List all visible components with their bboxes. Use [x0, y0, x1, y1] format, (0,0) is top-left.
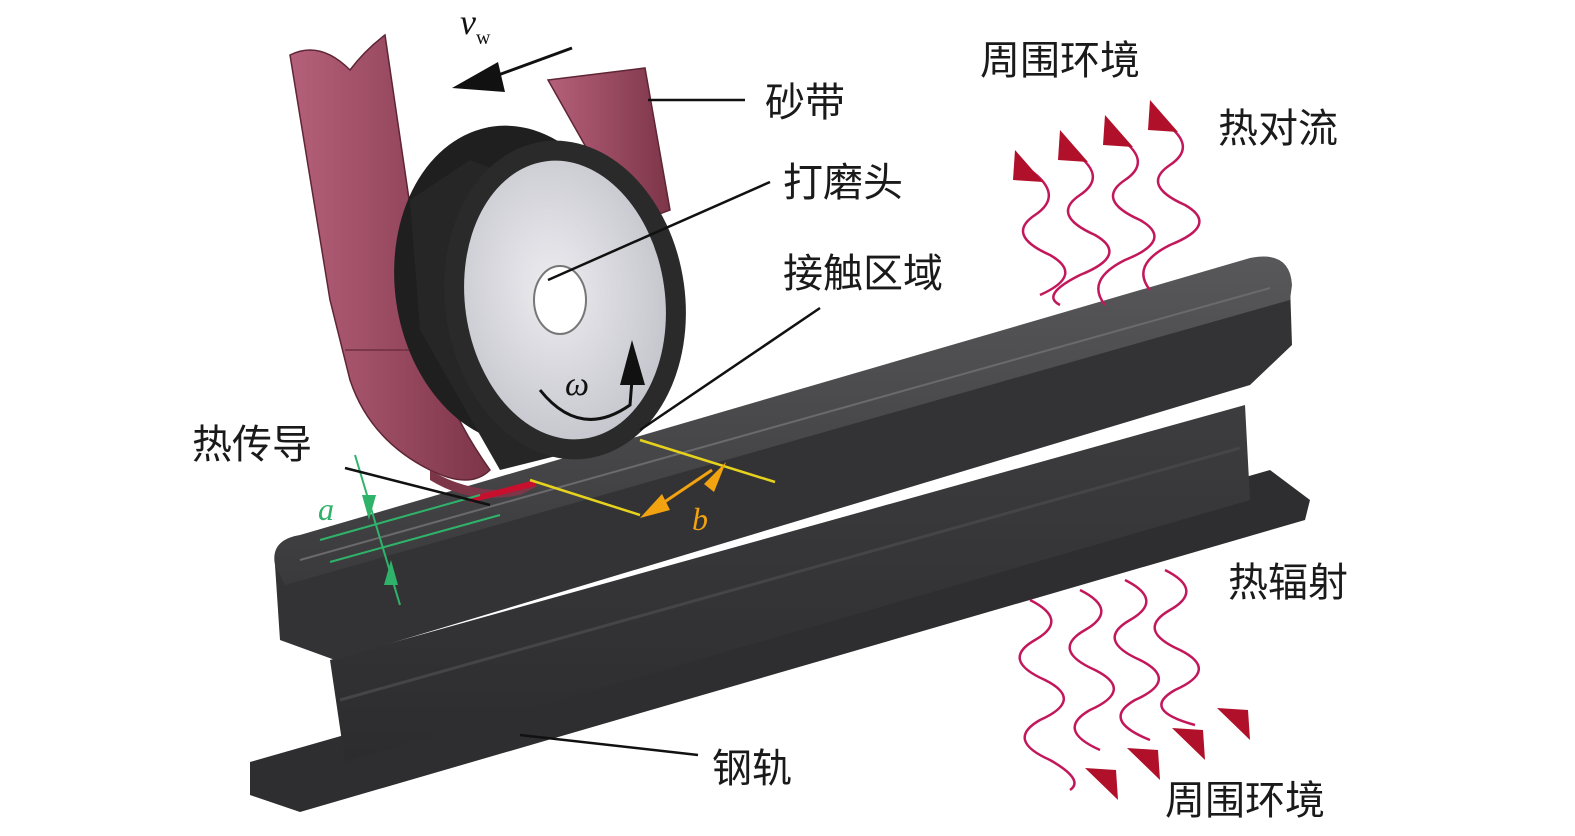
heat-wave-icon	[1097, 133, 1156, 306]
rail	[250, 256, 1310, 812]
convection-arrowheads	[1013, 100, 1178, 182]
width-symbol: b	[692, 501, 708, 537]
rotation-arrow-icon	[538, 340, 645, 421]
depth-symbol: a	[318, 491, 334, 527]
heat-wave-icon	[1018, 598, 1076, 792]
heat-wave-icon	[1021, 168, 1067, 297]
grinding-head-label: 打磨头	[783, 160, 903, 206]
heat-wave-icon	[1113, 578, 1161, 742]
depth-dimension	[319, 454, 501, 606]
surroundings-top-label: 周围环境	[980, 38, 1140, 84]
heat-conduction-label: 热传导	[192, 422, 312, 468]
belt-left-strip	[289, 33, 491, 481]
heat-wave-icon	[1068, 588, 1116, 752]
rail-web	[330, 405, 1250, 762]
radiation-arrowheads	[1085, 708, 1250, 800]
velocity-symbol: vw	[460, 2, 491, 49]
radiation-waves	[1018, 568, 1201, 792]
surroundings-bottom-label: 周围环境	[1165, 778, 1325, 824]
rail-head-top	[274, 256, 1292, 585]
heat-wave-icon	[1153, 568, 1201, 727]
width-dimension	[640, 462, 726, 518]
omega-symbol: ω	[565, 366, 589, 403]
wheel-hub	[533, 265, 587, 335]
heat-convection-label: 热对流	[1218, 106, 1338, 152]
heat-wave-icon	[1142, 118, 1201, 291]
heat-radiation-label: 热辐射	[1228, 560, 1348, 606]
leader-lines	[344, 98, 821, 757]
belt-label: 砂带	[765, 80, 845, 126]
convection-waves	[1021, 118, 1201, 307]
rail-head-side	[275, 285, 1292, 660]
contact-zone	[469, 438, 776, 517]
rail-label: 钢轨	[712, 746, 792, 792]
velocity-arrow-icon	[452, 46, 573, 92]
heat-wave-icon	[1052, 148, 1111, 307]
contact-zone-label: 接触区域	[783, 251, 943, 297]
